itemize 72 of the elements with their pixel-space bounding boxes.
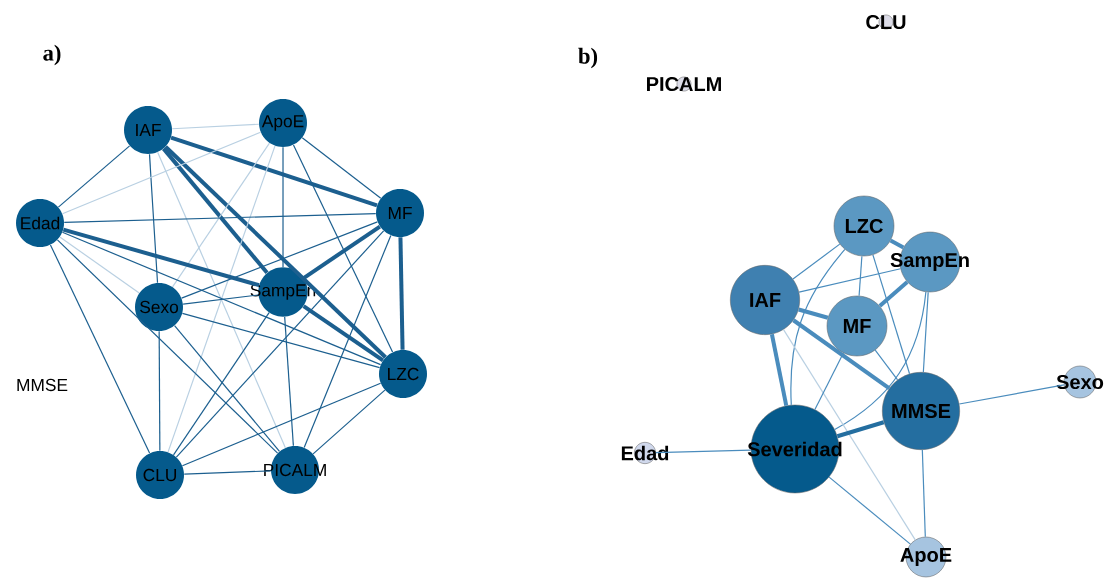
edge xyxy=(792,318,891,391)
edge xyxy=(769,333,789,406)
edge xyxy=(170,135,378,208)
edge xyxy=(792,243,841,280)
edge xyxy=(303,234,392,449)
edge xyxy=(173,325,281,452)
network-node: CLU xyxy=(866,14,906,30)
edge xyxy=(61,131,262,215)
edge xyxy=(301,137,382,199)
edge xyxy=(302,224,381,280)
edge xyxy=(59,236,140,294)
edge xyxy=(62,227,260,288)
edge xyxy=(284,316,294,447)
edge xyxy=(182,294,259,305)
edge xyxy=(56,239,279,454)
edge xyxy=(798,307,829,320)
network-node: MF xyxy=(376,189,424,237)
edge xyxy=(798,268,902,293)
edge xyxy=(878,280,909,308)
edge xyxy=(148,153,159,284)
edge xyxy=(828,476,911,545)
edge xyxy=(834,291,927,431)
network-node: Sexo xyxy=(1056,365,1104,399)
network-node: Edad xyxy=(16,199,64,247)
edge xyxy=(175,230,385,458)
edge xyxy=(157,151,286,449)
edge xyxy=(312,389,386,455)
edge xyxy=(181,312,381,369)
network-node: Edad xyxy=(621,442,669,464)
edge xyxy=(164,145,387,359)
edge xyxy=(61,231,382,366)
edge xyxy=(790,248,846,406)
edge xyxy=(655,449,752,454)
edge xyxy=(171,123,260,130)
network-node: IAF xyxy=(730,265,800,335)
edge xyxy=(858,255,863,297)
network-node: ApoE xyxy=(259,99,307,147)
edge xyxy=(167,145,276,453)
node-label: MMSE xyxy=(17,378,68,392)
edge xyxy=(181,221,378,299)
edge xyxy=(398,237,405,350)
network-node: MF xyxy=(826,295,888,357)
edge xyxy=(814,352,844,411)
edge xyxy=(158,330,161,452)
edge xyxy=(958,384,1065,405)
edge xyxy=(922,291,929,373)
network-node: ApoE xyxy=(900,536,952,578)
edge xyxy=(172,312,270,456)
network-node: Sexo xyxy=(135,283,183,331)
edge xyxy=(889,238,905,250)
network-node: CLU xyxy=(136,451,184,499)
edge xyxy=(171,142,271,288)
edge xyxy=(872,254,911,375)
edge xyxy=(874,349,899,381)
panel-label: a) xyxy=(43,44,61,66)
edge xyxy=(836,420,885,439)
network-node: MMSE xyxy=(882,372,960,450)
edge xyxy=(183,470,272,475)
edge xyxy=(181,382,382,467)
network-node: PICALM xyxy=(647,76,721,92)
edge xyxy=(302,304,385,362)
network-node: LZC xyxy=(379,350,427,398)
edge xyxy=(292,144,394,353)
network-node: IAF xyxy=(124,106,172,154)
edge xyxy=(921,449,926,538)
edge xyxy=(49,244,151,454)
edge xyxy=(57,145,131,208)
edge xyxy=(782,329,916,541)
edge xyxy=(162,147,269,275)
edge xyxy=(282,146,284,268)
edge xyxy=(63,213,377,223)
panel-label: b) xyxy=(578,47,598,69)
